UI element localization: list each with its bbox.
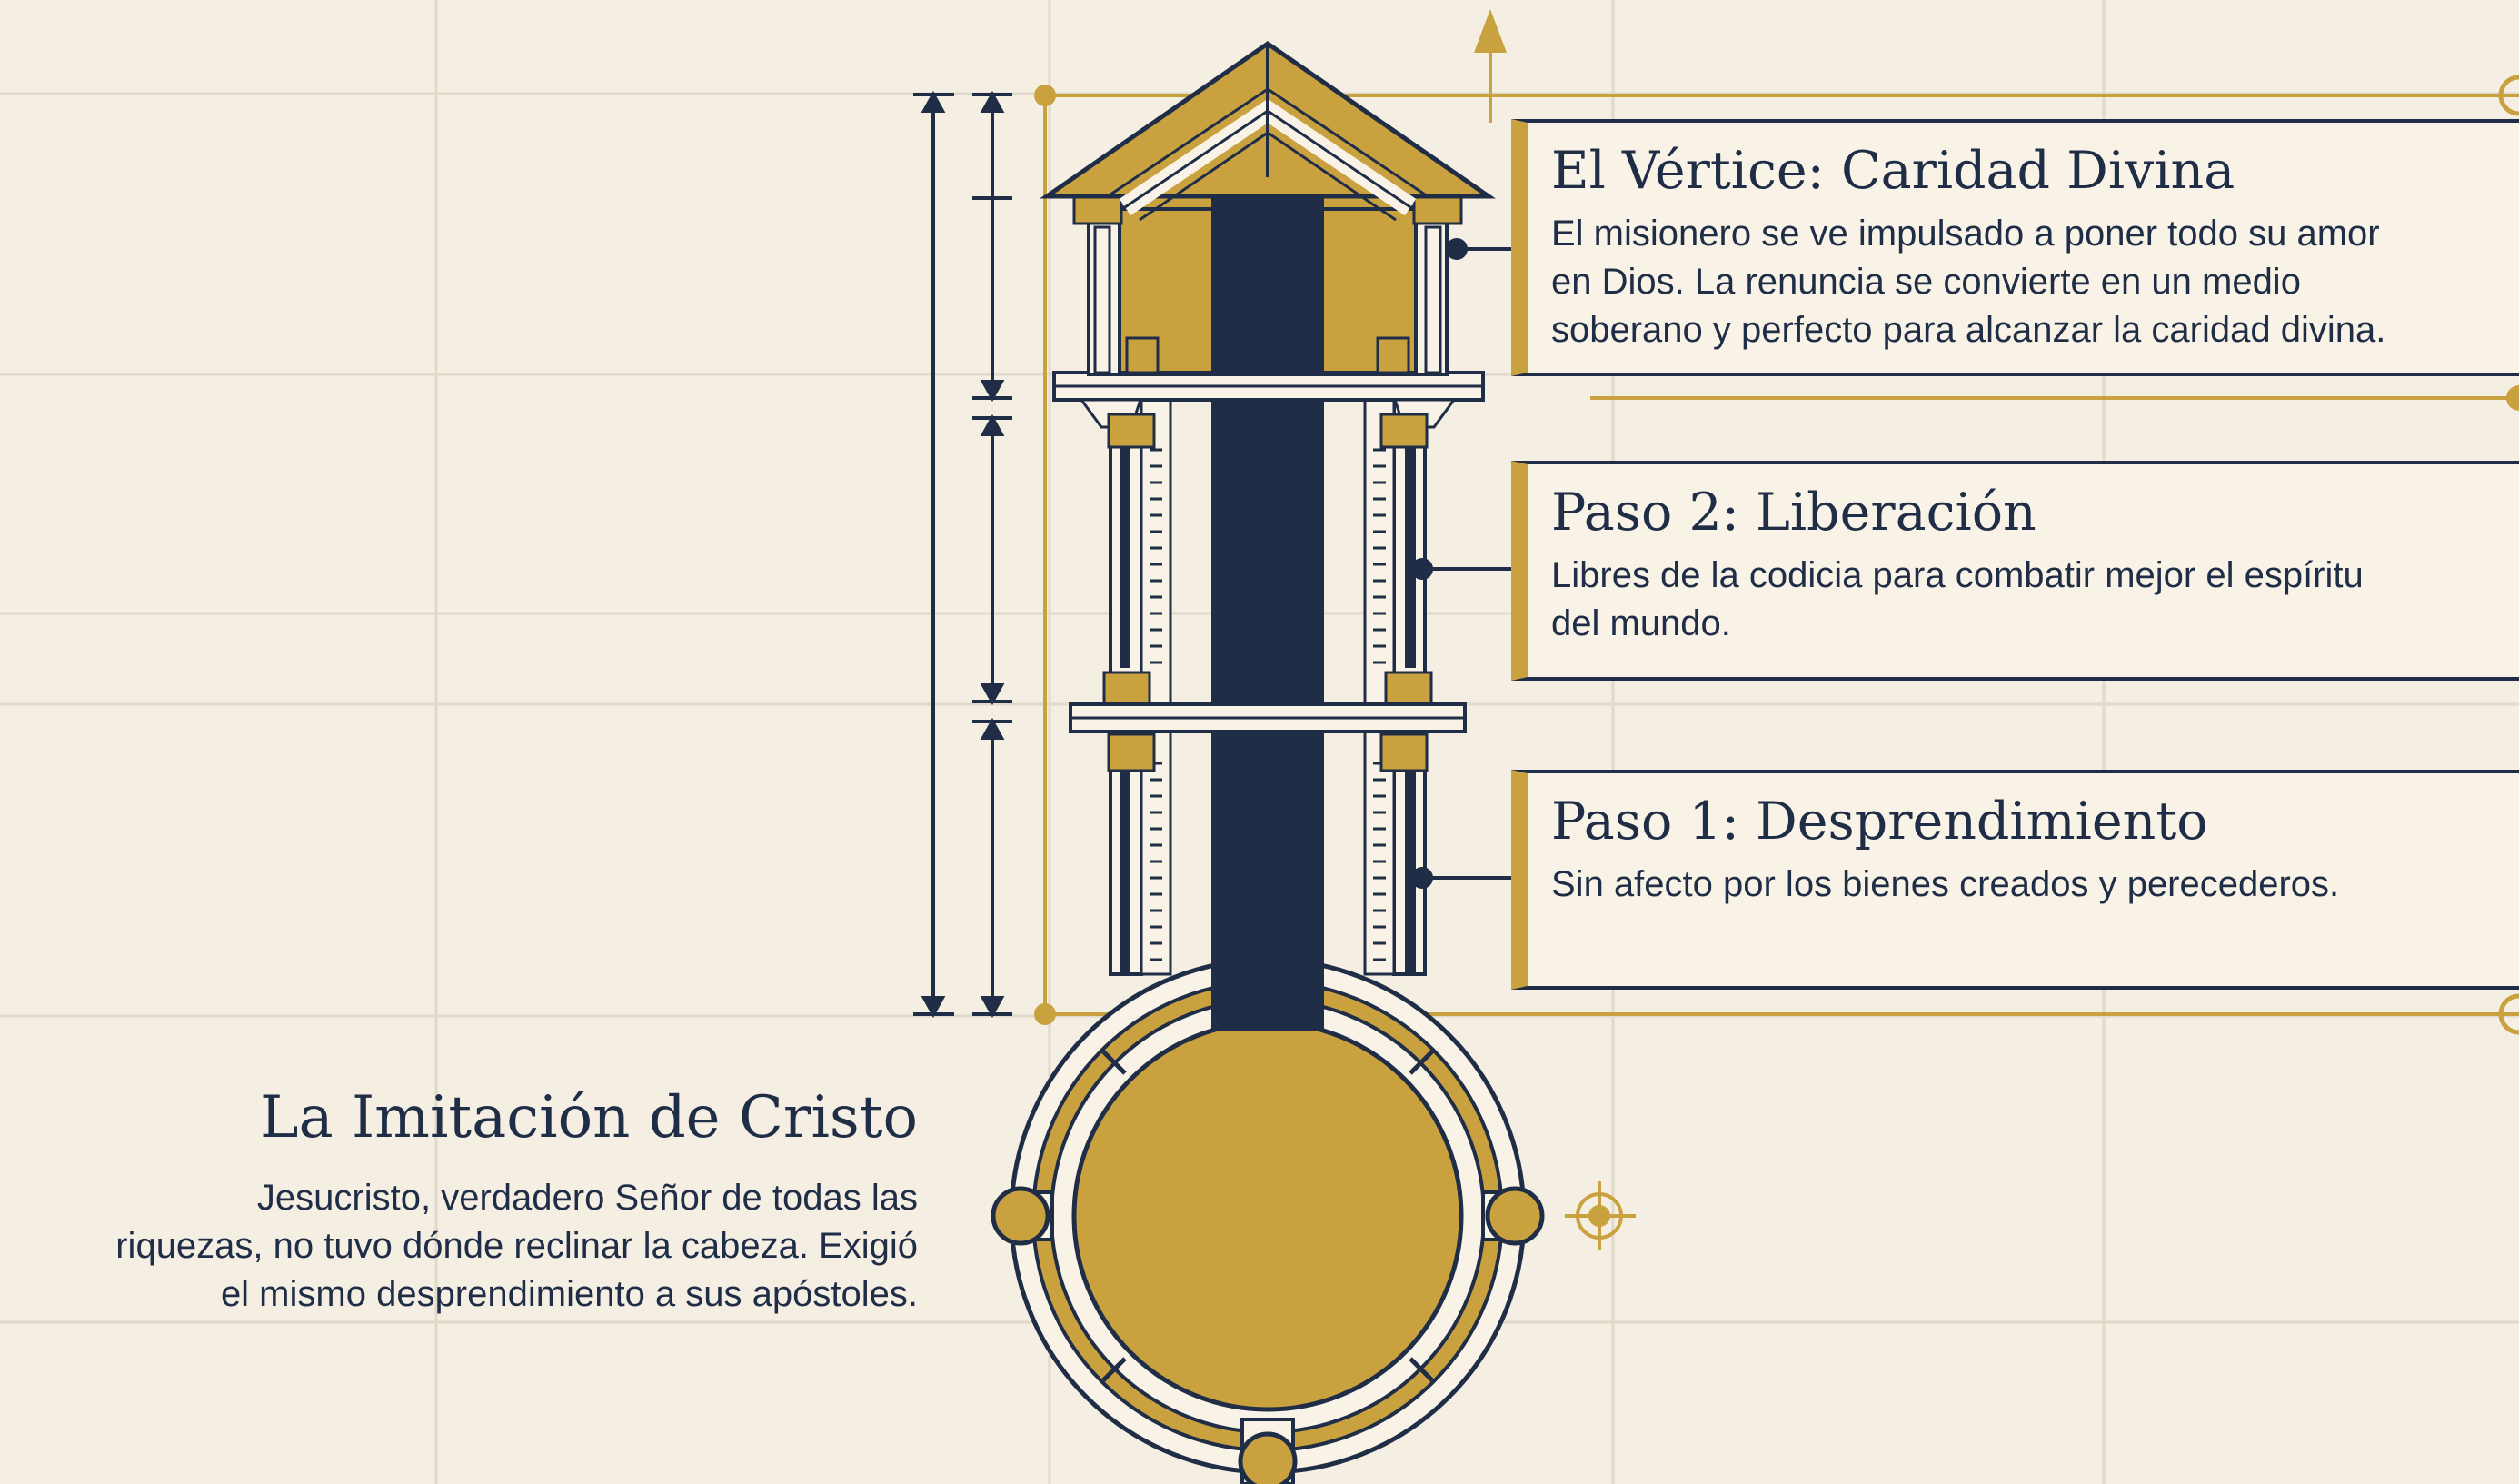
step1-card: Paso 1: Desprendimiento Sin afecto por l… [1511,770,2519,990]
imitation-line: Jesucristo, verdadero Señor de todas las [256,1178,918,1218]
apex-text: El misionero se ve impulsado a poner tod… [1551,210,2519,354]
leader-lines [1411,238,1513,889]
step2-line: del mundo. [1551,603,1731,643]
imitation-text: Jesucristo, verdadero Señor de todas las… [0,1174,918,1319]
step2-title: Paso 2: Liberación [1551,483,2036,543]
apex-title: El Vértice: Caridad Divina [1551,141,2235,201]
up-arrow-icon [1474,9,1507,53]
reference-dot [1034,85,1056,106]
imitation-title: La Imitación de Cristo [259,1084,918,1151]
step2-card: Paso 2: Liberación Libres de la codicia … [1511,461,2519,681]
edge-marker-icon [2506,385,2519,411]
tower-rings [1052,371,1485,772]
tower-base [991,957,1545,1484]
crosshair-target-icon [1565,1181,1636,1250]
edge-marker-icon [2498,993,2519,1035]
reference-dot [1034,1003,1056,1025]
step1-title: Paso 1: Desprendimiento [1551,792,2208,852]
step2-line: Libres de la codicia para combatir mejor… [1551,555,2364,595]
edge-marker-icon [2498,75,2519,116]
apex-line: El misionero se ve impulsado a poner tod… [1551,214,2380,254]
imitation-line: riquezas, no tuvo dónde reclinar la cabe… [115,1226,918,1266]
apex-line: en Dios. La renuncia se convierte en un … [1551,262,2301,302]
imitation-block: La Imitación de Cristo Jesucristo, verda… [0,1081,918,1319]
step1-text: Sin afecto por los bienes creados y pere… [1551,861,2519,909]
imitation-line: el mismo desprendimiento a sus apóstoles… [220,1274,918,1314]
step2-text: Libres de la codicia para combatir mejor… [1551,552,2519,648]
apex-line: soberano y perfecto para alcanzar la car… [1551,310,2386,350]
tower-apex [1039,40,1497,376]
apex-card: El Vértice: Caridad Divina El misionero … [1511,119,2519,376]
step1-line: Sin afecto por los bienes creados y pere… [1551,864,2340,904]
